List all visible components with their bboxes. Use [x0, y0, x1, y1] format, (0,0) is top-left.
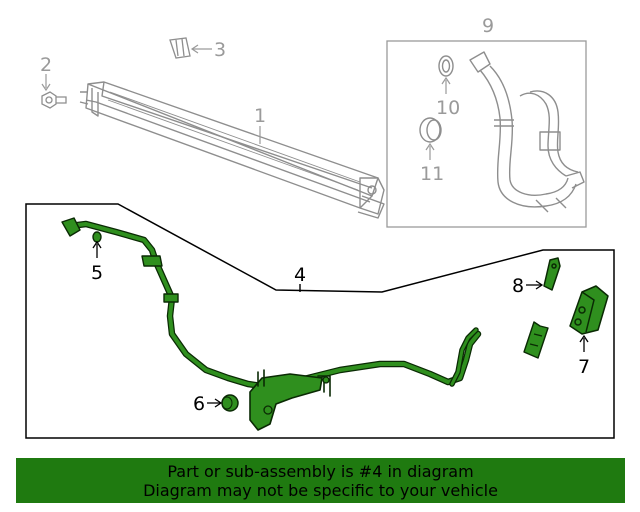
callout-2: 2: [40, 54, 52, 92]
callout-11-label: 11: [420, 163, 444, 185]
inset-box-9: [386, 40, 587, 228]
seal-part-11[interactable]: [419, 117, 442, 143]
callout-6-label: 6: [193, 393, 205, 415]
info-banner: Part or sub-assembly is #4 in diagram Di…: [16, 458, 625, 503]
callout-7-label: 7: [578, 356, 590, 378]
callout-8: 8: [512, 275, 544, 297]
cooler-part-1[interactable]: [79, 81, 385, 219]
callout-2-label: 2: [40, 54, 52, 76]
bracket-small[interactable]: [523, 321, 549, 359]
assembly-frame-4: [25, 203, 615, 439]
callout-8-label: 8: [512, 275, 524, 297]
callout-4: 4: [294, 264, 306, 292]
plug-part-6[interactable]: [221, 394, 239, 412]
bolt-part-2[interactable]: [41, 91, 67, 109]
clip-part-3[interactable]: [169, 37, 191, 59]
callout-10-label: 10: [436, 97, 460, 119]
callout-1-label: 1: [254, 105, 266, 127]
oring-part-10[interactable]: [438, 55, 454, 77]
callout-3-label: 3: [214, 39, 226, 61]
clip-part-8[interactable]: [543, 257, 561, 291]
grommet-part-5[interactable]: [92, 231, 102, 243]
callout-9-label: 9: [482, 15, 494, 37]
banner-line-1: Part or sub-assembly is #4 in diagram: [167, 462, 474, 481]
cooler-line-part-4[interactable]: [61, 217, 482, 431]
callout-10: 10: [436, 76, 460, 119]
callout-5-label: 5: [91, 262, 103, 284]
callout-1: 1: [254, 105, 266, 144]
hose-part-9[interactable]: [469, 51, 585, 213]
callout-11: 11: [420, 142, 444, 185]
callout-9: 9: [482, 15, 494, 37]
callout-4-label: 4: [294, 264, 306, 286]
callout-3: 3: [190, 39, 226, 61]
callout-5: 5: [91, 240, 103, 284]
callout-7: 7: [578, 334, 590, 378]
bracket-part-7[interactable]: [569, 285, 609, 335]
callout-6: 6: [193, 393, 223, 415]
banner-line-2: Diagram may not be specific to your vehi…: [143, 481, 498, 500]
